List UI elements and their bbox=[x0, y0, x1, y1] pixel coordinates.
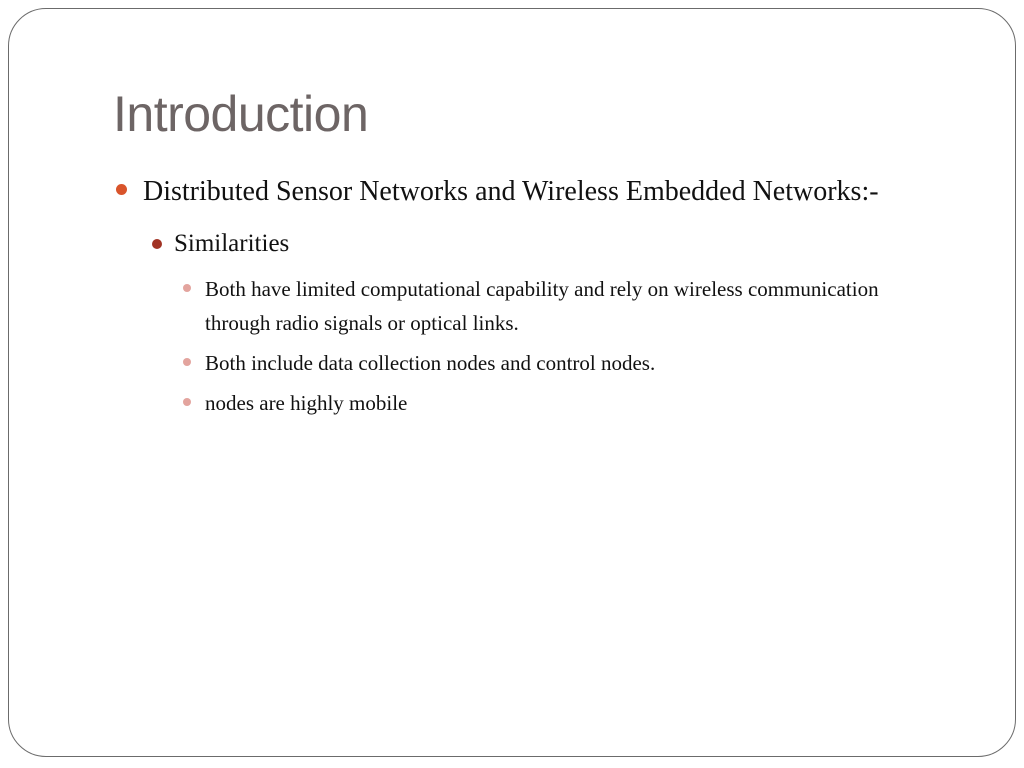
bullet-dot-icon bbox=[152, 239, 162, 249]
bullet-text: nodes are highly mobile bbox=[205, 391, 408, 415]
bullet-dot-icon bbox=[116, 184, 127, 195]
bullet-level1-item: Distributed Sensor Networks and Wireless… bbox=[113, 170, 893, 214]
bullet-text: Both include data collection nodes and c… bbox=[205, 351, 656, 375]
bullet-level2-item: Similarities bbox=[113, 226, 893, 262]
bullet-level3-item: Both have limited computational capabili… bbox=[113, 272, 893, 340]
bullet-text: Both have limited computational capabili… bbox=[205, 277, 879, 335]
bullet-text: Similarities bbox=[174, 230, 290, 257]
slide-body: Distributed Sensor Networks and Wireless… bbox=[113, 170, 893, 420]
bullet-text: Distributed Sensor Networks and Wireless… bbox=[143, 176, 879, 207]
bullet-level3-item: nodes are highly mobile bbox=[113, 386, 893, 420]
slide-title: Introduction bbox=[113, 86, 369, 142]
bullet-dot-icon bbox=[183, 358, 191, 366]
bullet-level3-item: Both include data collection nodes and c… bbox=[113, 346, 893, 380]
slide-frame bbox=[8, 8, 1016, 757]
bullet-dot-icon bbox=[183, 284, 191, 292]
bullet-dot-icon bbox=[183, 398, 191, 406]
